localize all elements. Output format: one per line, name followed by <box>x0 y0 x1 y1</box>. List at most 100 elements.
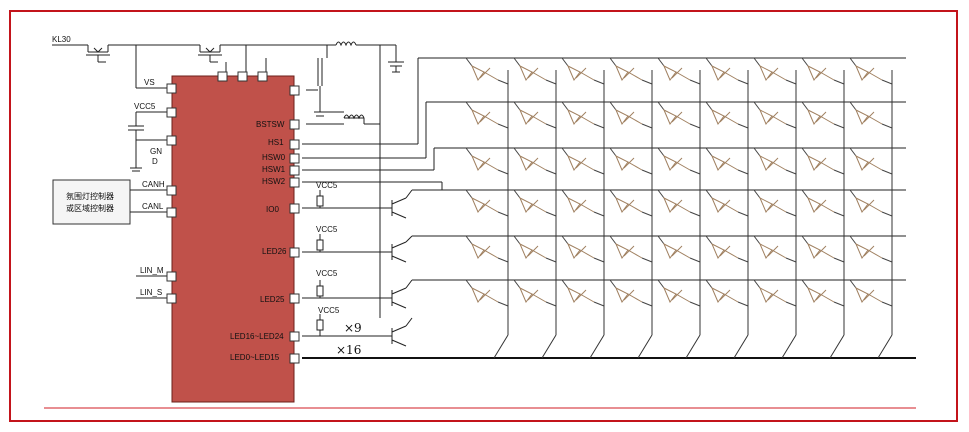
led-r4-c2 <box>561 235 605 263</box>
led-r4-c3 <box>609 235 653 263</box>
x16-label: ×16 <box>336 343 361 357</box>
pin-top-2 <box>257 71 268 82</box>
led-r2-c2 <box>561 147 605 175</box>
led-r5-c3 <box>609 279 653 307</box>
led-r3-c6 <box>753 189 797 217</box>
led-r1-c7 <box>801 101 845 129</box>
hs-bus <box>302 57 906 191</box>
led-r5-c1 <box>513 279 557 307</box>
led-r2-c7 <box>801 147 845 175</box>
driver-stage-1 <box>302 234 413 263</box>
led-r4-c5 <box>705 235 749 263</box>
led-r0-c6 <box>753 57 797 85</box>
matrix-col-tail-6 <box>781 334 797 359</box>
led-r0-c8 <box>849 57 893 85</box>
vs-label: VS <box>144 78 155 87</box>
pin-left-6 <box>166 293 177 304</box>
led-matrix <box>412 57 906 359</box>
led-r0-c5 <box>705 57 749 85</box>
matrix-col-tail-4 <box>685 334 701 359</box>
pin-left-0 <box>166 83 177 94</box>
led-r2-c4 <box>657 147 701 175</box>
led-r1-c4 <box>657 101 701 129</box>
led-r0-c0 <box>465 57 509 85</box>
vcc5-network <box>128 111 170 172</box>
led-r1-c8 <box>849 101 893 129</box>
pin-right-3 <box>289 153 300 164</box>
mosfet-1 <box>86 45 110 63</box>
linm-label: LIN_M <box>140 266 164 275</box>
pin-left-1 <box>166 107 177 118</box>
led-r0-c1 <box>513 57 557 85</box>
chip-pins <box>166 71 300 364</box>
io0-label: IO0 <box>266 205 279 214</box>
led-r2-c5 <box>705 147 749 175</box>
vcc5-driver-3: VCC5 <box>316 269 338 278</box>
led-r3-c2 <box>561 189 605 217</box>
hsw0-label: HSW0 <box>262 153 286 162</box>
matrix-col-tail-1 <box>541 334 557 359</box>
matrix-col-tail-5 <box>733 334 749 359</box>
pin-left-4 <box>166 207 177 218</box>
pin-right-5 <box>289 177 300 188</box>
matrix-col-tail-7 <box>829 334 845 359</box>
pin-right-1 <box>289 119 300 130</box>
canh-label: CANH <box>142 180 165 189</box>
hsw1-label: HSW1 <box>262 165 286 174</box>
led-r1-c5 <box>705 101 749 129</box>
vcc5-driver-1: VCC5 <box>316 181 338 190</box>
led-r3-c3 <box>609 189 653 217</box>
canl-label: CANL <box>142 202 164 211</box>
led-r4-c0 <box>465 235 509 263</box>
matrix-col-tail-0 <box>493 334 509 359</box>
hsw2-label: HSW2 <box>262 177 286 186</box>
led-r2-c0 <box>465 147 509 175</box>
pin-right-6 <box>289 203 300 214</box>
led16-24-label: LED16~LED24 <box>230 332 284 341</box>
led-r5-c5 <box>705 279 749 307</box>
led-r3-c7 <box>801 189 845 217</box>
led-r3-c5 <box>705 189 749 217</box>
driver-stage-0 <box>302 189 413 219</box>
led-r0-c3 <box>609 57 653 85</box>
led26-label: LED26 <box>262 247 287 256</box>
led-r3-c0 <box>465 189 509 217</box>
led-r0-c4 <box>657 57 701 85</box>
led-r4-c8 <box>849 235 893 263</box>
led-r4-c1 <box>513 235 557 263</box>
inductor-top <box>335 41 357 47</box>
led-r4-c4 <box>657 235 701 263</box>
vcc5-label: VCC5 <box>134 102 156 111</box>
pin-right-4 <box>289 165 300 176</box>
pin-left-2 <box>166 135 177 146</box>
outer-frame <box>9 10 958 422</box>
x9-label: ×9 <box>344 321 362 335</box>
led-r5-c0 <box>465 279 509 307</box>
gnd-label-2: D <box>152 157 158 166</box>
led-r5-c4 <box>657 279 701 307</box>
gnd-label-1: GN <box>150 147 162 156</box>
kl30-label: KL30 <box>52 35 71 44</box>
led25-label: LED25 <box>260 295 285 304</box>
led-r0-c7 <box>801 57 845 85</box>
led-r5-c2 <box>561 279 605 307</box>
led-r4-c7 <box>801 235 845 263</box>
led-r2-c1 <box>513 147 557 175</box>
led-r2-c6 <box>753 147 797 175</box>
led-r5-c7 <box>801 279 845 307</box>
mosfet-2 <box>198 45 222 63</box>
pin-left-5 <box>166 271 177 282</box>
pin-right-2 <box>289 139 300 150</box>
vcc5-driver-2: VCC5 <box>316 225 338 234</box>
driver-stage-3 <box>302 314 413 347</box>
led-r4-c6 <box>753 235 797 263</box>
pin-right-7 <box>289 247 300 258</box>
led0-15-label: LED0~LED15 <box>230 353 280 362</box>
controller-box-line1: 氛围灯控制器 <box>66 191 114 201</box>
driver-stage-2 <box>302 279 413 309</box>
led-r5-c6 <box>753 279 797 307</box>
lins-label: LIN_S <box>140 288 162 297</box>
driver-stages <box>302 189 413 347</box>
